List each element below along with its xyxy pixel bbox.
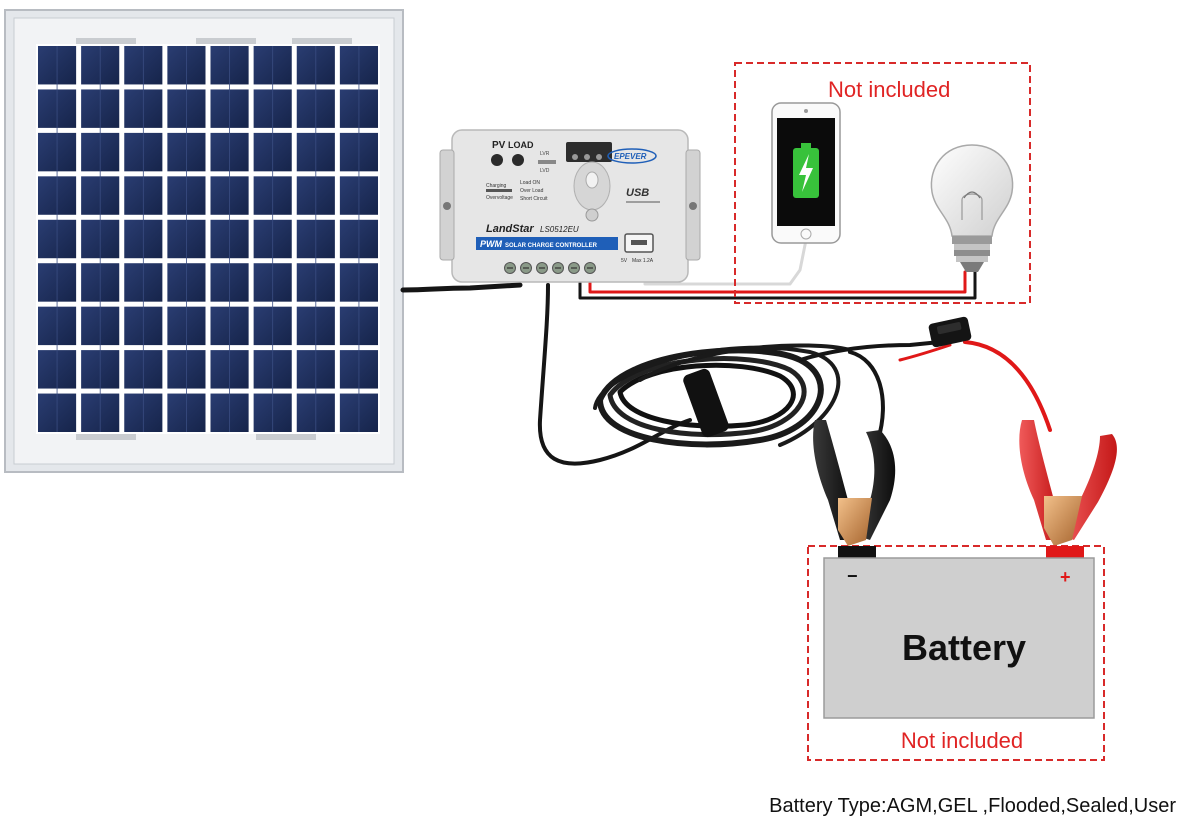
panel-busbar-top xyxy=(76,38,136,44)
lvr-lvd-bar xyxy=(538,160,556,164)
epever-logo: EPEVER xyxy=(607,148,657,164)
model-name: LandStar xyxy=(486,223,534,235)
charging-label: Charging xyxy=(486,183,507,189)
pwm-band xyxy=(476,237,618,250)
pv-label: PV xyxy=(492,140,506,151)
black-clip-copper-icon xyxy=(838,498,872,546)
solar-cells xyxy=(38,46,378,432)
battery-charging-icon-cap xyxy=(801,143,811,149)
load-label: LOAD xyxy=(508,140,534,150)
usb-amps: Max 1.2A xyxy=(632,258,654,264)
panel-busbar-top xyxy=(292,38,352,44)
bulb-base xyxy=(954,250,990,256)
battery-lead-cable xyxy=(537,283,692,466)
battery-label: Battery xyxy=(902,627,1026,668)
load-wire-black xyxy=(578,270,977,300)
pv-cable xyxy=(400,282,523,293)
setting-button-icon xyxy=(572,154,578,160)
bulb-filament-icon xyxy=(963,191,981,199)
overload-label: Over Load xyxy=(520,188,544,194)
panel-busbar-bottom xyxy=(256,434,316,440)
panel-busbar-bottom xyxy=(76,434,136,440)
pwm-label: PWM xyxy=(480,239,502,249)
battery: − + Battery xyxy=(823,546,1095,719)
bulb-base xyxy=(954,244,990,250)
battery-pos-sign: + xyxy=(1060,567,1071,587)
status-button-icon xyxy=(585,208,599,222)
short-circuit-label: Short Circuit xyxy=(520,196,548,202)
phone-home-button-icon xyxy=(800,228,812,240)
battery-body xyxy=(823,557,1095,719)
not-included-top-label: Not included xyxy=(828,77,950,102)
cable-to-fuse xyxy=(798,340,942,362)
load-on-label: Load ON xyxy=(520,180,540,186)
solar-panel xyxy=(4,9,404,473)
charge-controller: PV LOAD LVR LVD EPEVER Charging Overvolt… xyxy=(439,129,701,283)
lvd-label: LVD xyxy=(540,168,550,174)
red-clip-copper-icon xyxy=(1044,496,1082,546)
coiled-cable xyxy=(638,343,852,382)
bulb-filament-icon xyxy=(961,193,983,220)
bulb-base xyxy=(952,236,992,244)
battery-type-caption: Battery Type:AGM,GEL ,Flooded,Sealed,Use… xyxy=(769,795,1176,817)
pv-led-icon xyxy=(491,154,503,166)
lightning-icon xyxy=(799,154,813,192)
not-included-bottom-border xyxy=(807,545,1105,761)
light-bulb xyxy=(930,144,1014,272)
lvr-label: LVR xyxy=(540,151,550,157)
fuse-red-lead xyxy=(898,343,952,362)
battery-neg-sign: − xyxy=(847,566,858,586)
black-alligator-clip xyxy=(813,420,896,546)
status-led-icon xyxy=(585,171,599,189)
indicator-strip xyxy=(486,189,512,192)
mount-screw-icon xyxy=(689,202,697,210)
load-led-icon xyxy=(512,154,524,166)
inline-fuse-holder xyxy=(928,316,972,348)
not-included-top-border xyxy=(734,62,1031,304)
cable-strap xyxy=(683,368,729,438)
mount-screw-icon xyxy=(443,202,451,210)
overvoltage-label: Overvoltage xyxy=(486,195,513,201)
usb-volts: 5V xyxy=(621,258,628,264)
battery-pos-terminal xyxy=(1046,546,1084,558)
black-battery-lead xyxy=(848,350,885,442)
model-number: LS0512EU xyxy=(540,225,579,234)
red-battery-lead xyxy=(963,340,1052,432)
bulb-tip xyxy=(960,262,984,272)
bulb-glass xyxy=(930,144,1014,237)
usb-logo: USB xyxy=(626,187,649,199)
brand-label: EPEVER xyxy=(614,152,647,161)
coiled-cable xyxy=(593,345,841,447)
cables xyxy=(400,238,1052,466)
not-included-bottom-label: Not included xyxy=(901,728,1023,753)
smartphone xyxy=(771,102,841,244)
panel-busbar-top xyxy=(196,38,256,44)
usb-port-tongue xyxy=(631,240,647,245)
red-alligator-clip xyxy=(1019,420,1117,546)
bulb-base xyxy=(956,256,988,262)
battery-neg-terminal xyxy=(838,546,876,558)
setting-button-icon xyxy=(596,154,602,160)
load-wire-red xyxy=(588,270,967,294)
coiled-cable xyxy=(617,362,796,429)
pwm-description: SOLAR CHARGE CONTROLLER xyxy=(505,243,598,249)
terminal-block xyxy=(504,262,596,274)
phone-camera-icon xyxy=(804,109,808,113)
setting-button-icon xyxy=(584,154,590,160)
